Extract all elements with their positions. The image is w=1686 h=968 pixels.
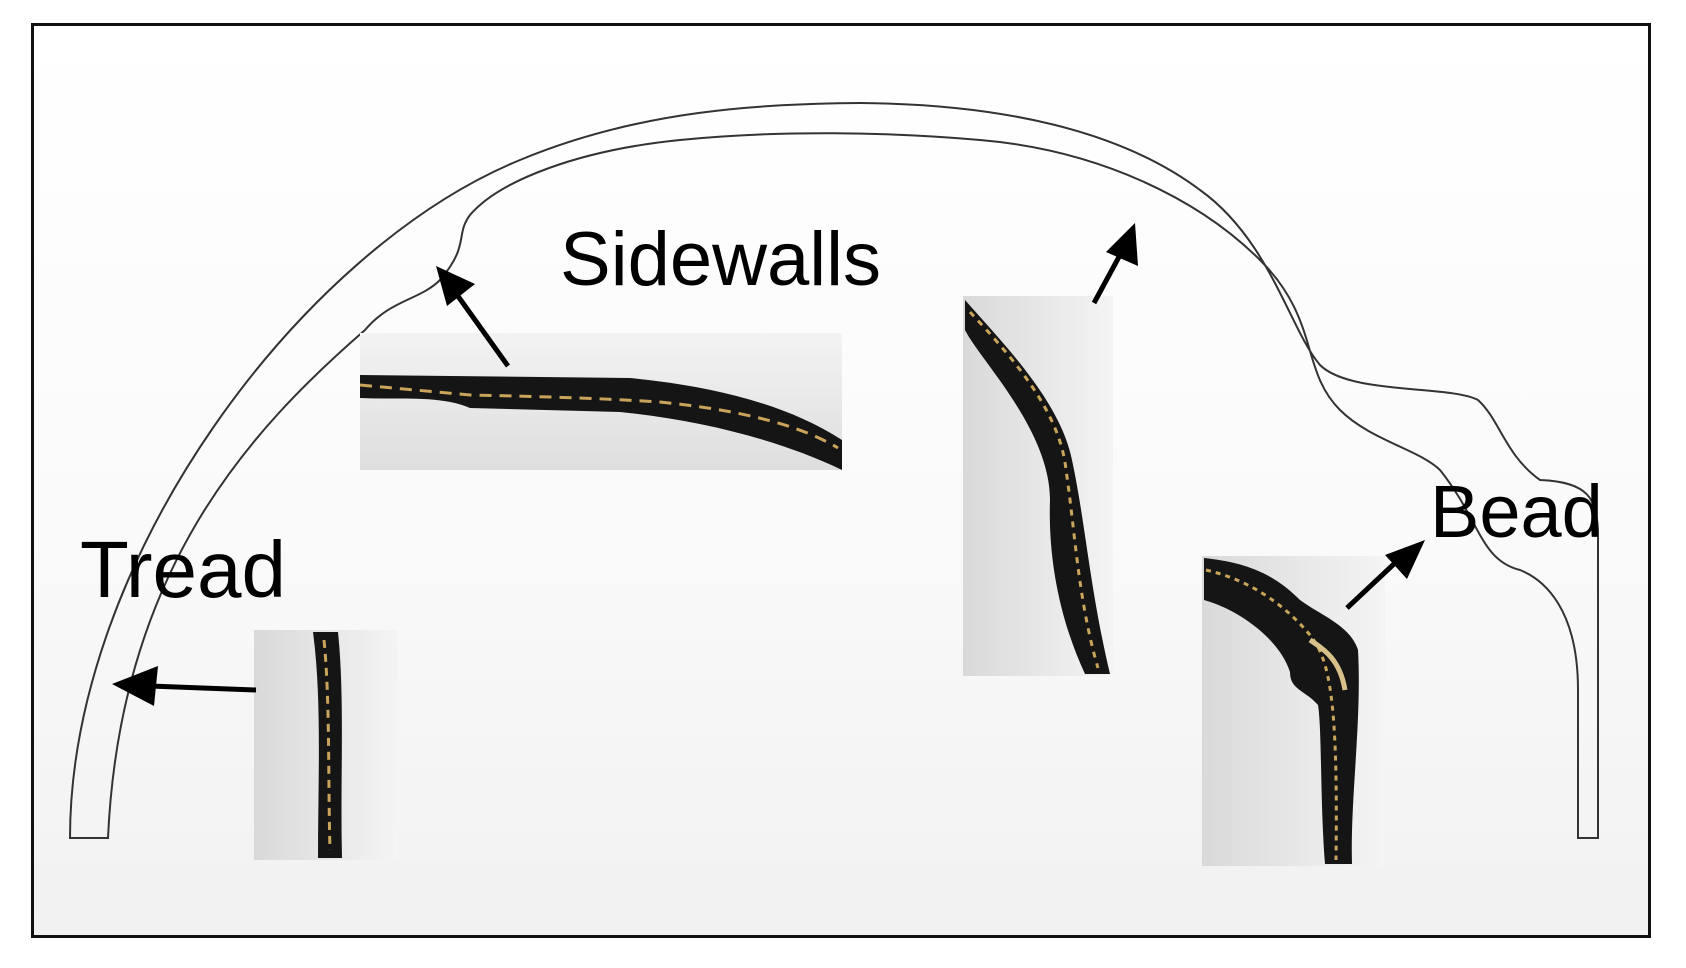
tread-arrow: [112, 666, 257, 706]
tread-cross-section-photo: [254, 630, 398, 860]
bead-label: Bead: [1430, 470, 1603, 553]
sidewall-right-arrow: [1091, 223, 1138, 305]
tread-label: Tread: [80, 525, 287, 614]
bead-cross-section-photo: [1202, 556, 1385, 866]
sidewall-right-cross-section-photo: [963, 296, 1113, 676]
bead-arrow: [1345, 540, 1425, 610]
tire-profile-outline: [68, 101, 1599, 839]
sidewall-left-cross-section-photo: [359, 333, 842, 470]
sidewalls-label: Sidewalls: [560, 217, 882, 302]
sidewall-left-arrow: [436, 266, 511, 368]
